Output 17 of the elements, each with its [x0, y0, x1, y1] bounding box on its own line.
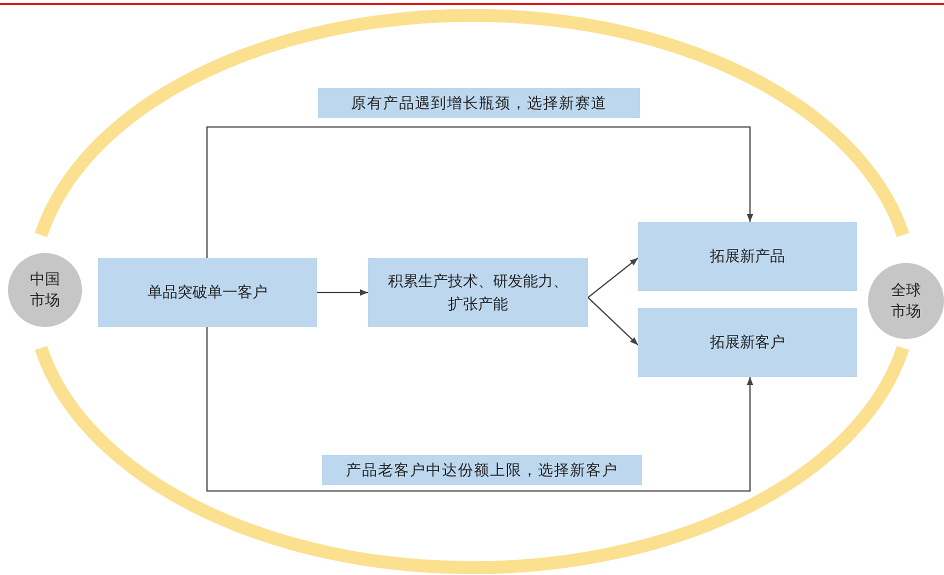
node-text: 中国市场	[29, 269, 61, 311]
process-box	[638, 308, 857, 377]
arrow	[317, 289, 368, 296]
arrow	[588, 257, 638, 298]
node-text: 积累生产技术、研发能力、扩张产能	[387, 271, 569, 314]
edge-label: 产品老客户中达份额上限，选择新客户	[322, 455, 642, 485]
arrow	[206, 126, 754, 258]
process-box	[638, 222, 857, 291]
node-text: 拓展新产品	[710, 246, 785, 268]
arrow	[588, 297, 638, 346]
process-box	[368, 258, 588, 327]
arrow	[206, 327, 754, 492]
edge-label: 原有产品遇到增长瓶颈，选择新赛道	[318, 88, 640, 118]
node-text: 全球市场	[890, 280, 922, 322]
node-text: 单品突破单一客户	[148, 282, 268, 304]
process-box	[98, 258, 317, 327]
node-text: 拓展新客户	[710, 332, 785, 354]
